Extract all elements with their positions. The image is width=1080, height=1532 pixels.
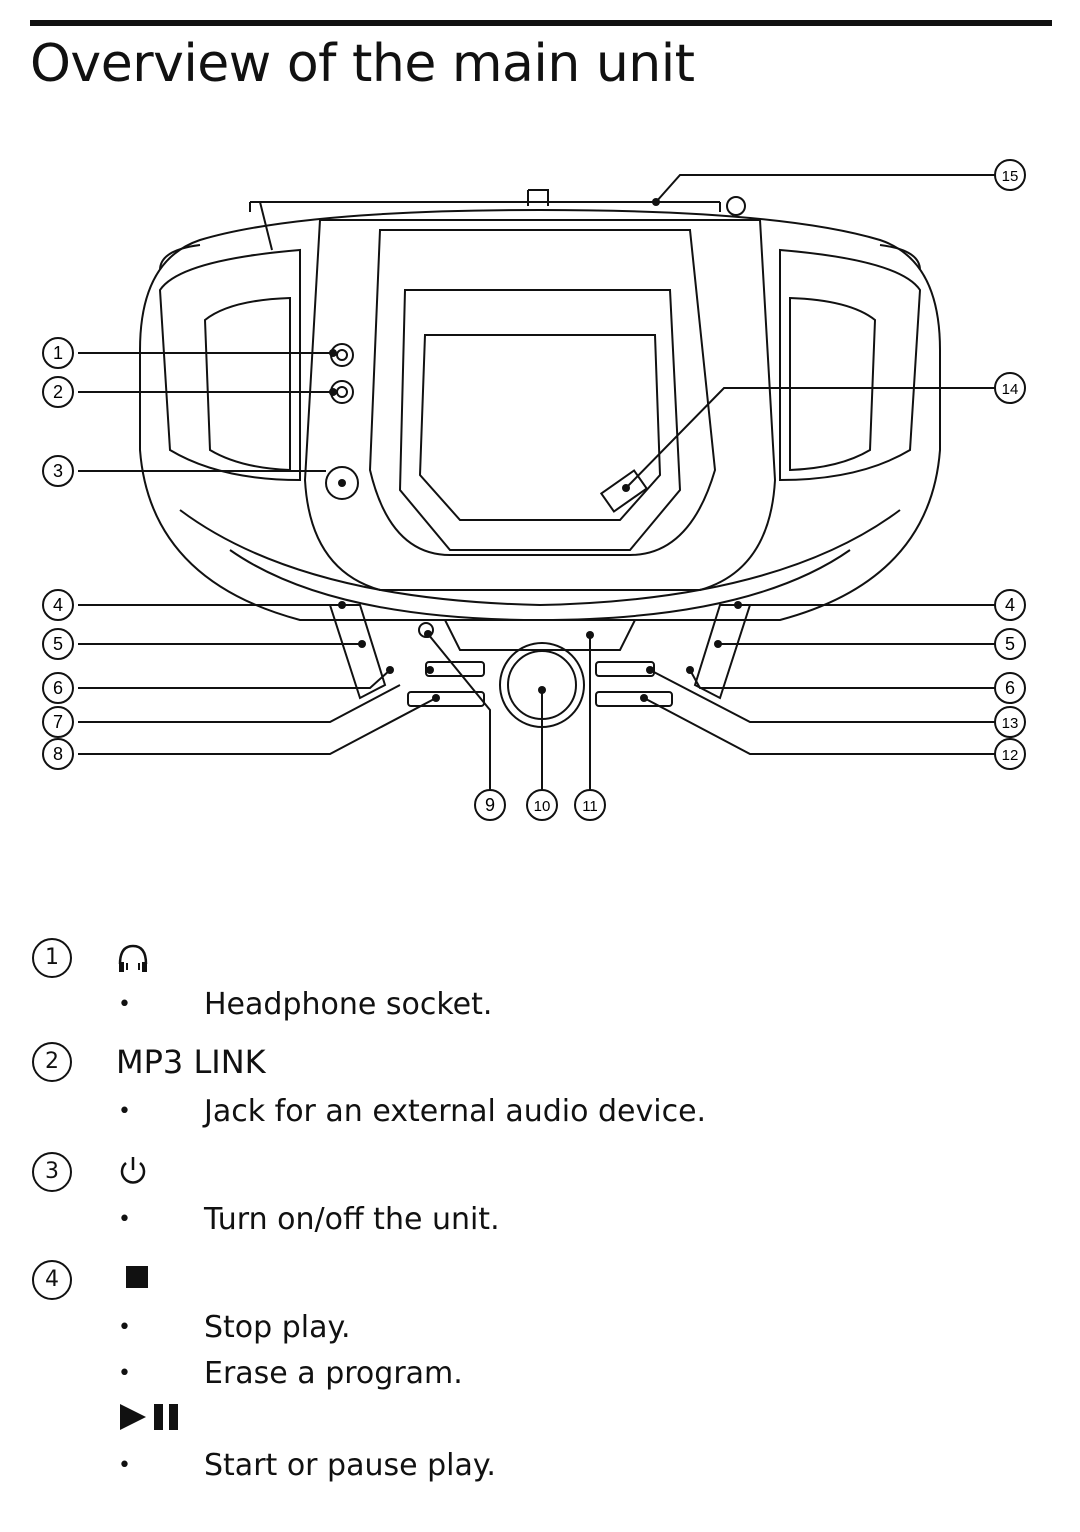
svg-text:7: 7 — [53, 712, 63, 732]
callout-right-4: 4 — [994, 589, 1026, 621]
svg-text:5: 5 — [1005, 634, 1015, 654]
svg-text:6: 6 — [53, 678, 63, 698]
boombox-illustration: 1 2 3 4 5 6 7 8 15 14 4 5 6 13 12 9 10 1… — [42, 159, 1026, 821]
headphone-icon — [118, 944, 148, 972]
callout-right-13: 13 — [994, 706, 1026, 738]
svg-text:10: 10 — [534, 798, 551, 815]
power-icon — [120, 1157, 146, 1184]
callout-left-1: 1 — [42, 337, 74, 369]
svg-text:15: 15 — [1002, 168, 1019, 185]
svg-text:1: 1 — [53, 343, 63, 363]
svg-text:3: 3 — [53, 461, 63, 481]
callout-left-2: 2 — [42, 376, 74, 408]
item-number-4: 4 — [32, 1260, 72, 1300]
callout-bottom-9: 9 — [474, 789, 506, 821]
callout-left-4: 4 — [42, 589, 74, 621]
callout-left-8: 8 — [42, 738, 74, 770]
svg-text:5: 5 — [53, 634, 63, 654]
page-title: Overview of the main unit — [30, 34, 695, 94]
svg-text:6: 6 — [1005, 678, 1015, 698]
callout-right-14: 14 — [994, 372, 1026, 404]
callout-right-12: 12 — [994, 738, 1026, 770]
callout-right-5: 5 — [994, 628, 1026, 660]
main-unit-diagram: 1 2 3 4 5 6 7 8 15 14 4 5 6 13 12 9 10 1… — [0, 150, 1080, 830]
item-number-3: 3 — [32, 1152, 72, 1192]
svg-text:4: 4 — [53, 595, 63, 615]
svg-text:12: 12 — [1002, 747, 1019, 764]
callout-left-6: 6 — [42, 672, 74, 704]
mp3-link-label: MP3 LINK — [116, 1043, 266, 1081]
svg-text:4: 4 — [1005, 595, 1015, 615]
item-number-2: 2 — [32, 1042, 72, 1082]
svg-text:11: 11 — [582, 798, 598, 815]
top-rule — [30, 20, 1052, 26]
callout-bottom-10: 10 — [526, 789, 558, 821]
play-pause-icon — [120, 1404, 178, 1430]
callout-bottom-11: 11 — [574, 789, 606, 821]
callout-left-7: 7 — [42, 706, 74, 738]
stop-icon — [126, 1266, 148, 1288]
svg-text:8: 8 — [53, 744, 63, 764]
svg-text:14: 14 — [1002, 381, 1019, 398]
svg-text:9: 9 — [485, 795, 495, 815]
callout-right-15: 15 — [994, 159, 1026, 191]
callout-right-6: 6 — [994, 672, 1026, 704]
callout-left-5: 5 — [42, 628, 74, 660]
item-number-1: 1 — [32, 938, 72, 978]
svg-text:2: 2 — [53, 382, 63, 402]
callout-left-3: 3 — [42, 455, 74, 487]
svg-text:13: 13 — [1002, 715, 1019, 732]
